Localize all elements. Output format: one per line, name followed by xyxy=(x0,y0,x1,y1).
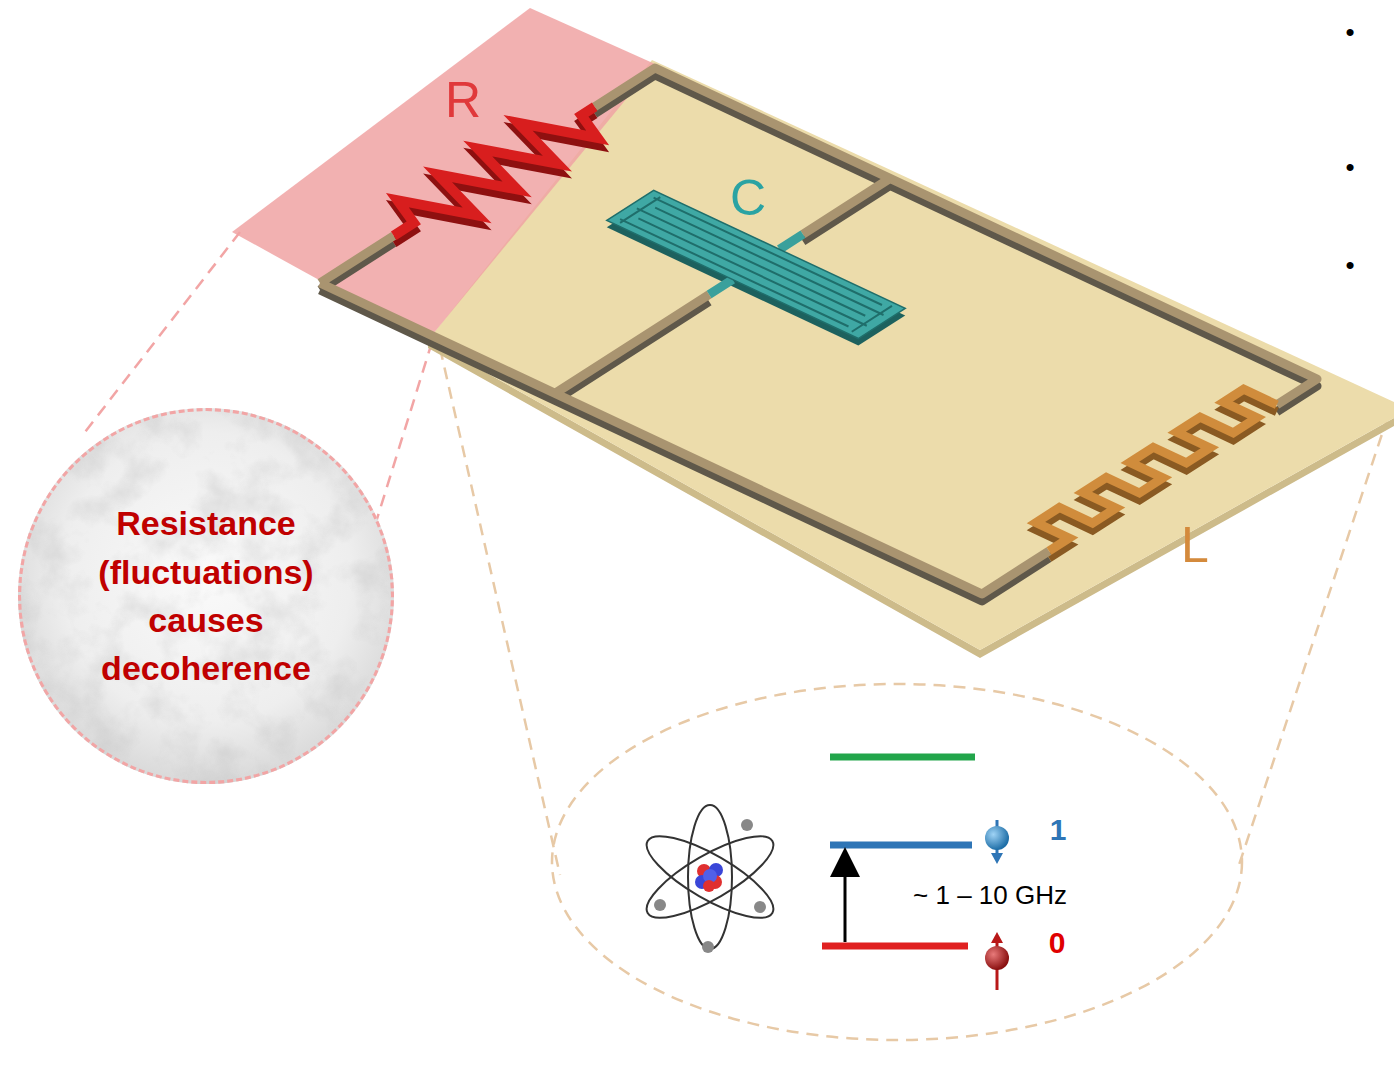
part-name: R xyxy=(445,75,481,125)
energy-level-2 xyxy=(830,754,975,761)
spin-arrow-head xyxy=(991,853,1003,864)
bullet: • xyxy=(1345,154,1354,180)
bullet: • xyxy=(1345,252,1354,278)
state-label: 0 xyxy=(1049,928,1066,958)
leader-line xyxy=(372,342,432,535)
zoom-ellipse xyxy=(552,684,1242,1040)
part-name: C xyxy=(730,173,766,223)
wire xyxy=(320,68,1317,594)
zoom-circle-texture xyxy=(18,408,394,784)
transition-arrow xyxy=(844,862,847,942)
inductor-symbol xyxy=(1016,389,1277,551)
frequency-label: ~ 1 – 10 GHz xyxy=(913,882,1067,908)
resistor-symbol xyxy=(364,93,625,250)
leader-line xyxy=(85,232,240,432)
bullet: • xyxy=(1345,19,1354,45)
energy-level-0 xyxy=(822,943,968,950)
atom-icon xyxy=(637,805,784,953)
leader-line xyxy=(440,348,560,875)
zoom-circle-ground xyxy=(18,408,394,784)
energy-level-1 xyxy=(830,842,972,849)
spin-arrow-head xyxy=(991,932,1003,943)
state-label: 1 xyxy=(1050,815,1067,845)
part-name: L xyxy=(1181,520,1209,570)
spin-ball xyxy=(985,826,1009,850)
resistive-region xyxy=(232,8,655,340)
spin-ball xyxy=(985,946,1009,970)
node-text: Resistance (fluctuations) causes decoher… xyxy=(71,499,341,692)
zoom-circle: Resistance (fluctuations) causes decoher… xyxy=(18,408,394,784)
